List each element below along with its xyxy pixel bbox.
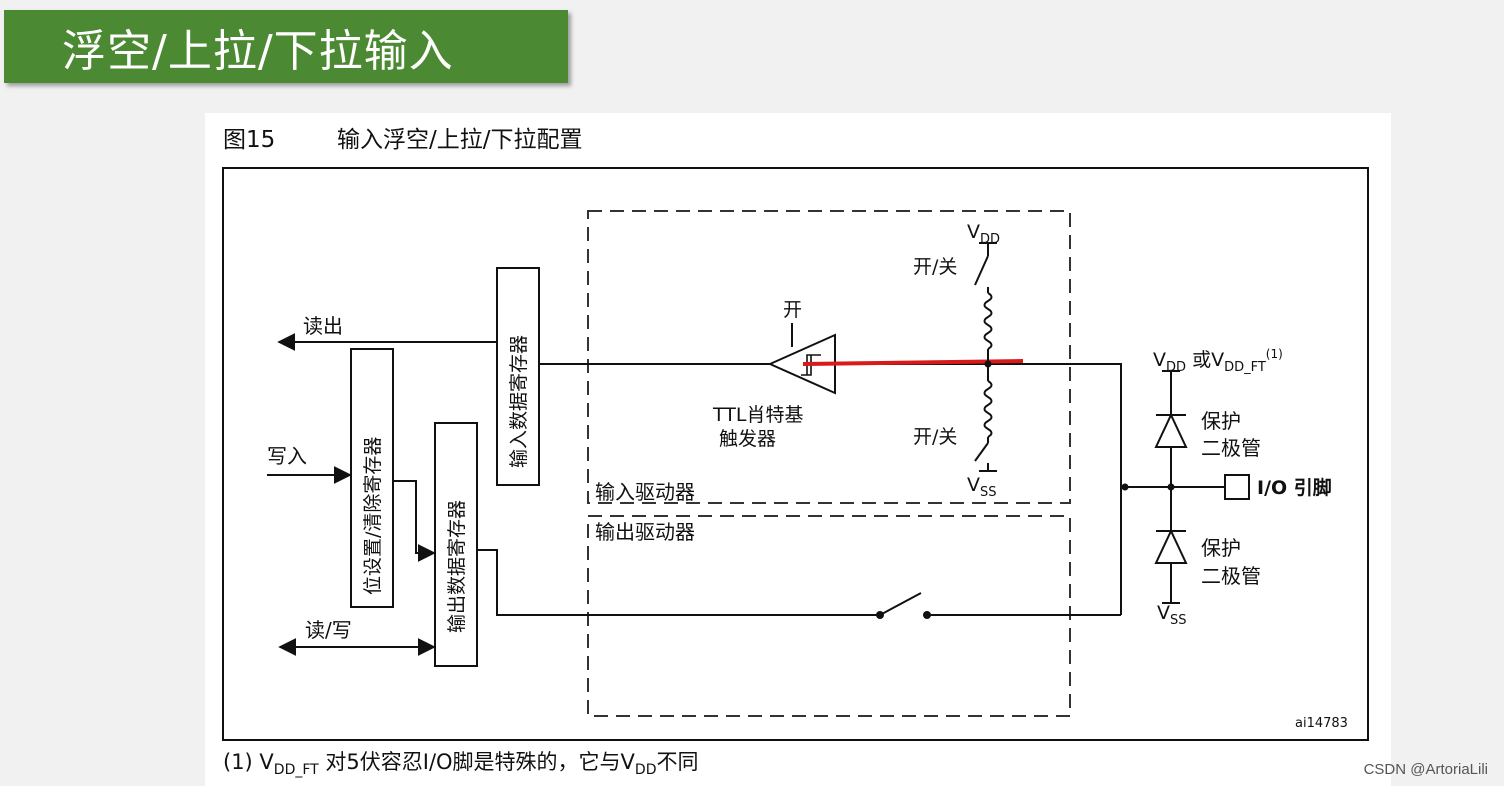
input-driver-label: 输入驱动器 <box>595 480 695 504</box>
ttl-schmitt-label-1: TTL肖特基 <box>712 404 803 426</box>
figure-number: 图15 <box>223 127 275 153</box>
on-off-top-label: 开/关 <box>913 256 957 278</box>
ttl-schmitt-label-2: 触发器 <box>719 428 776 450</box>
io-pin-label: I/O 引脚 <box>1257 477 1332 499</box>
pullup-resistor <box>983 292 993 350</box>
watermark: CSDN @ArtoriaLili <box>1363 761 1488 778</box>
pulldown-switch <box>974 442 989 462</box>
read-out-label: 读出 <box>303 314 343 338</box>
document-page: 图15 输入浮空/上拉/下拉配置 输入驱动器 输出驱动器 输入数据寄存器 位设置… <box>205 113 1391 786</box>
input-data-register-label: 输入数据寄存器 <box>508 335 530 468</box>
input-driver-box <box>587 210 1071 504</box>
vdd-or-vddft-label: VDD 或VDD_FT(1) <box>1153 347 1283 375</box>
vss-right-label: VSS <box>1157 602 1187 628</box>
write-in-label: 写入 <box>267 444 307 468</box>
circuit-diagram: 图15 输入浮空/上拉/下拉配置 输入驱动器 输出驱动器 输入数据寄存器 位设置… <box>222 127 1369 778</box>
on-off-bottom-label: 开/关 <box>913 426 957 448</box>
node-dot <box>984 360 992 368</box>
output-data-register <box>434 422 478 667</box>
bsrr-to-odr-wire <box>393 480 436 562</box>
title-banner: 浮空/上拉/下拉输入 <box>4 10 568 83</box>
protect-label-1b: 二极管 <box>1201 436 1261 460</box>
vss-label: VSS <box>967 474 997 500</box>
output-switch <box>879 592 922 616</box>
figure-code: ai14783 <box>1295 716 1348 731</box>
open-label: 开 <box>783 299 802 321</box>
io-pin-box <box>1224 474 1250 500</box>
bit-set-clear-register-label: 位设置/清除寄存器 <box>362 437 384 595</box>
figure-frame <box>222 167 1369 741</box>
figure-caption: 输入浮空/上拉/下拉配置 <box>337 127 583 153</box>
pin-node-left <box>1121 483 1129 491</box>
read-write-label: 读/写 <box>305 618 352 642</box>
protect-diode-bottom <box>1154 528 1188 564</box>
protect-label-1a: 保护 <box>1201 409 1241 433</box>
pulldown-resistor <box>983 380 993 438</box>
input-data-register <box>496 267 540 486</box>
slide-title: 浮空/上拉/下拉输入 <box>62 25 454 77</box>
output-driver-label: 输出驱动器 <box>595 520 695 544</box>
bit-set-clear-register <box>350 348 394 608</box>
protect-label-2a: 保护 <box>1201 536 1241 560</box>
figure-footnote: (1) VDD_FT 对5伏容忍I/O脚是特殊的，它与VDD不同 <box>223 750 698 778</box>
protect-label-2b: 二极管 <box>1201 564 1261 588</box>
output-wire <box>477 549 877 616</box>
pullup-switch <box>974 255 989 286</box>
output-data-register-label: 输出数据寄存器 <box>446 500 468 633</box>
protect-diode-top <box>1154 412 1188 448</box>
